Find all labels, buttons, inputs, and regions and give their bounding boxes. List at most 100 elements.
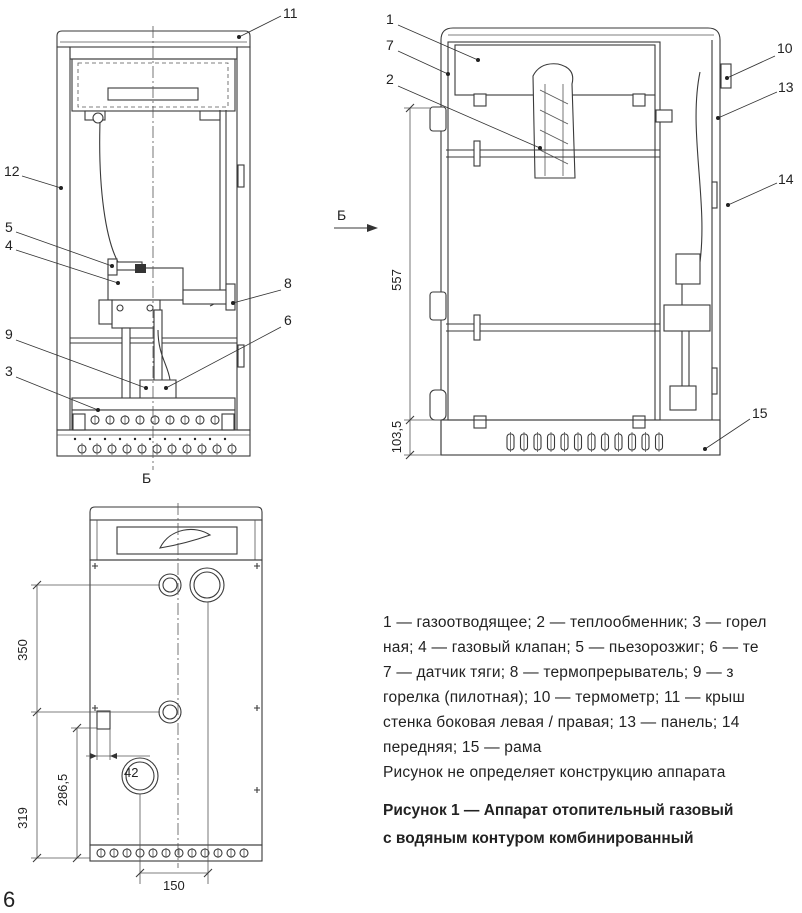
base-dot bbox=[223, 437, 227, 441]
leader-dot bbox=[144, 386, 148, 390]
rod-clamp bbox=[473, 314, 481, 341]
leader-3 bbox=[15, 376, 99, 411]
front-left-side-wall bbox=[56, 46, 71, 431]
back-upper-inner bbox=[116, 526, 238, 555]
front-right-side-wall bbox=[236, 46, 251, 431]
base-dot bbox=[73, 437, 77, 441]
side-view: 557 103,5 Б 1 7 2 10 13 14 15 bbox=[334, 11, 794, 460]
pilot-tube bbox=[157, 329, 171, 381]
dim-arrow bbox=[90, 753, 97, 759]
callout-2: 2 bbox=[386, 71, 394, 87]
burner-bracket-left bbox=[72, 413, 86, 431]
dim-tick bbox=[135, 868, 145, 878]
leader-dot bbox=[164, 386, 168, 390]
dim-tick bbox=[32, 853, 42, 863]
leader-8 bbox=[232, 289, 282, 304]
leader-dot bbox=[703, 447, 707, 451]
view-arrow-b: Б bbox=[334, 207, 378, 232]
leader-dot bbox=[716, 116, 720, 120]
pilot-burner-side bbox=[669, 385, 697, 411]
figure-caption: Рисунок 1 — Аппарат отопительный газовый… bbox=[383, 797, 802, 853]
callout-10: 10 bbox=[777, 40, 793, 56]
dim-arrow bbox=[110, 753, 117, 759]
leader-dot bbox=[110, 264, 114, 268]
gas-valve-knob bbox=[135, 264, 146, 273]
leader-10 bbox=[726, 55, 776, 79]
front-lid bbox=[56, 30, 251, 48]
leader-dot bbox=[726, 203, 730, 207]
pilot-valve-top bbox=[675, 253, 701, 285]
front-top-tray bbox=[69, 46, 238, 60]
leader-dot bbox=[538, 146, 542, 150]
callout-5: 5 bbox=[5, 219, 13, 235]
legend-note: Рисунок не определяет конструкцию аппара… bbox=[383, 764, 726, 781]
callout-13: 13 bbox=[778, 79, 794, 95]
base-dot bbox=[193, 437, 197, 441]
back-base-frame bbox=[89, 844, 263, 862]
leader-dot bbox=[59, 186, 63, 190]
base-dot bbox=[103, 437, 107, 441]
base-dot bbox=[118, 437, 122, 441]
dim-350: 350 bbox=[15, 639, 30, 661]
valve-bolt bbox=[116, 304, 124, 312]
gas-inlet-stub bbox=[429, 291, 447, 321]
leader-2 bbox=[397, 85, 541, 149]
leader-dot bbox=[446, 72, 450, 76]
leader-dot bbox=[231, 301, 235, 305]
heat-exchanger-element bbox=[532, 63, 576, 179]
legend-line: 1 — газоотводящее; 2 — теплообменник; 3 … bbox=[383, 614, 767, 631]
side-dimensions: 557 103,5 bbox=[389, 103, 441, 460]
callout-14: 14 bbox=[778, 171, 794, 187]
draft-sensor bbox=[92, 112, 104, 124]
callout-15: 15 bbox=[752, 405, 768, 421]
leader-12 bbox=[21, 175, 62, 189]
dim-150: 150 bbox=[163, 878, 185, 893]
leader-dot bbox=[237, 35, 241, 39]
legend-line: 7 — датчик тяги; 8 — термопрерыватель; 9… bbox=[383, 664, 734, 681]
leader-11 bbox=[238, 15, 282, 38]
front-view: 11 12 5 4 8 9 6 3 Б bbox=[4, 5, 298, 486]
thermometer-capillary bbox=[695, 71, 703, 263]
leader-9 bbox=[15, 339, 147, 389]
leader-5 bbox=[15, 231, 113, 267]
view-arrow-head bbox=[367, 224, 378, 232]
callout-6: 6 bbox=[284, 312, 292, 328]
callout-3: 3 bbox=[5, 363, 13, 379]
callout-4: 4 bbox=[5, 237, 13, 253]
side-clip-upper bbox=[711, 181, 718, 209]
dim-286-5: 286,5 bbox=[55, 774, 70, 807]
front-side-clip-upper bbox=[237, 164, 245, 188]
burner-ports bbox=[90, 415, 220, 425]
thermometer bbox=[720, 63, 732, 89]
gas-pipe-left bbox=[121, 327, 131, 401]
flue-connection-inner bbox=[193, 571, 221, 599]
base-dot bbox=[178, 437, 182, 441]
dim-557: 557 bbox=[389, 269, 404, 291]
figure-legend: 1 — газоотводящее; 2 — теплообменник; 3 … bbox=[383, 610, 802, 785]
base-dot bbox=[88, 437, 92, 441]
leader-7 bbox=[397, 50, 449, 75]
leader-4 bbox=[15, 249, 119, 284]
dim-tick bbox=[405, 415, 415, 425]
back-base-holes bbox=[96, 848, 249, 858]
front-tray-block-right bbox=[199, 110, 221, 121]
rod-clamp bbox=[473, 140, 481, 167]
dim-tick bbox=[72, 853, 82, 863]
leader-dot bbox=[476, 58, 480, 62]
burner-bracket-right bbox=[221, 413, 235, 431]
callout-9: 9 bbox=[5, 326, 13, 342]
leader-6 bbox=[165, 326, 282, 389]
front-side-clip-lower bbox=[237, 344, 245, 368]
leader-dot bbox=[96, 408, 100, 412]
dim-103-5: 103,5 bbox=[389, 421, 404, 454]
valve-side-block bbox=[98, 299, 113, 325]
leader-13 bbox=[717, 91, 778, 119]
dim-tick bbox=[405, 103, 415, 113]
base-dot bbox=[148, 437, 152, 441]
dim-42: 42 bbox=[124, 765, 138, 780]
dim-tick bbox=[405, 450, 415, 460]
back-dimensions: 350 319 286,5 42 150 bbox=[15, 580, 213, 893]
panel-screws bbox=[92, 563, 260, 793]
leader-dot bbox=[116, 281, 120, 285]
caption-line: с водяным контуром комбинированный bbox=[383, 830, 694, 847]
